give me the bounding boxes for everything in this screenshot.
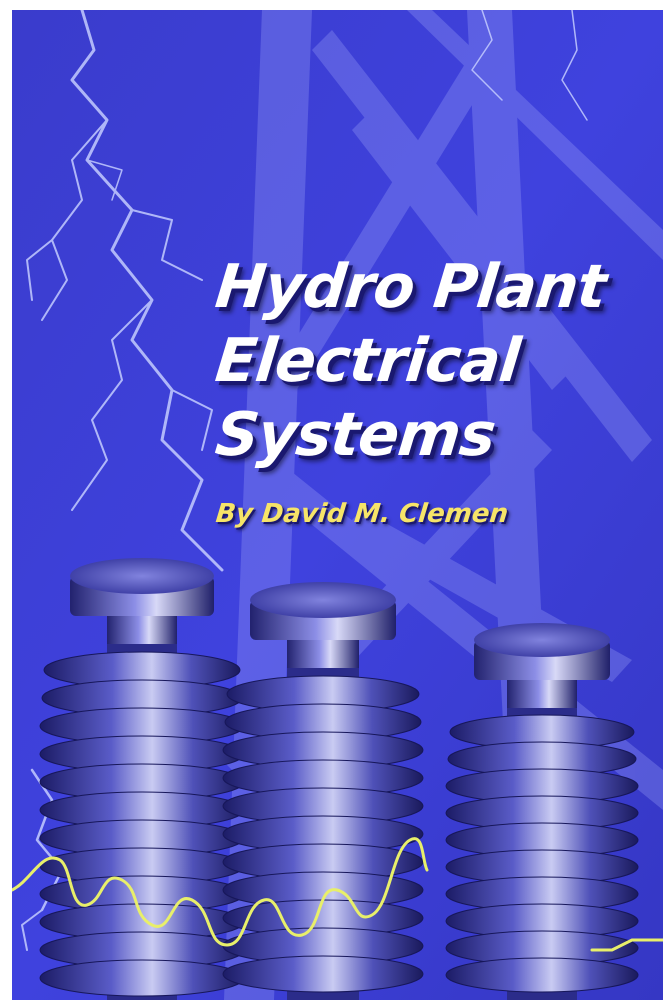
lightning-bolts: [21, 10, 588, 951]
cover-illustration: [12, 10, 663, 1000]
waveform-tail: [590, 938, 663, 952]
insulator-center: [222, 582, 424, 1000]
book-cover: Hydro Plant Electrical Systems By David …: [12, 10, 663, 1000]
title-line-2: Electrical: [212, 326, 523, 396]
waveform-line: [12, 837, 429, 947]
title-line-3: Systems: [212, 400, 499, 470]
title-line-1: Hydro Plant: [212, 252, 609, 322]
book-author: By David M. Clemen: [214, 499, 510, 529]
insulator-left: [39, 558, 245, 1000]
insulator-right: [445, 623, 639, 1000]
book-title: Hydro Plant Electrical Systems: [212, 250, 642, 472]
